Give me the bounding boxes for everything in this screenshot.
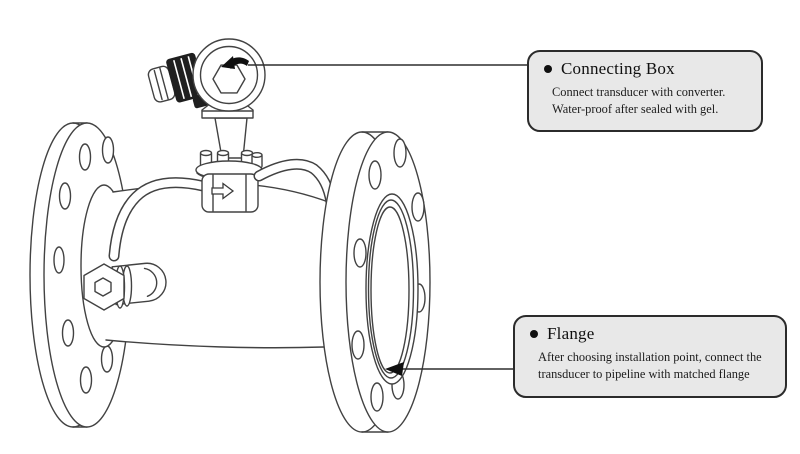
callout-connecting-box: Connecting Box Connect transducer with c… bbox=[527, 50, 763, 132]
bullet-icon bbox=[530, 330, 538, 338]
callout-title: Connecting Box bbox=[561, 59, 675, 78]
callout-flange: Flange After choosing installation point… bbox=[513, 315, 787, 398]
connecting-box-housing bbox=[192, 38, 266, 112]
callout-title-row: Flange bbox=[515, 317, 785, 344]
leader-connecting-box bbox=[221, 56, 527, 69]
housing-hex-plug bbox=[212, 64, 246, 94]
left-flange-bolt-holes bbox=[53, 136, 115, 394]
callout-title: Flange bbox=[547, 324, 595, 343]
bullet-icon bbox=[544, 65, 552, 73]
right-flange-bolt-holes bbox=[351, 138, 426, 412]
callout-body: After choosing installation point, conne… bbox=[538, 350, 762, 381]
flow-direction-arrow-icon bbox=[211, 182, 235, 200]
transducer bbox=[83, 177, 209, 311]
right-flange bbox=[319, 131, 431, 433]
junction-block bbox=[195, 102, 263, 213]
callout-title-row: Connecting Box bbox=[529, 52, 761, 79]
callout-body: Connect transducer with converter. Water… bbox=[552, 85, 726, 116]
leader-flange bbox=[385, 362, 513, 376]
conduit-left bbox=[110, 178, 207, 260]
